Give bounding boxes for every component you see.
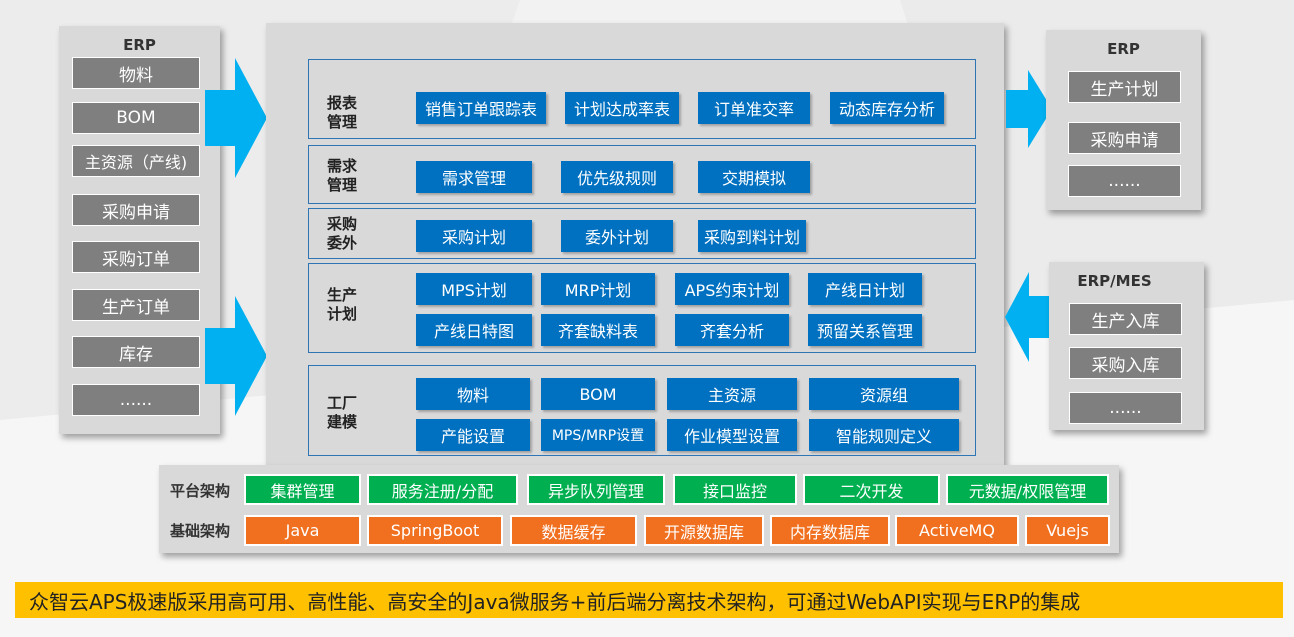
left-erp-item: 库存	[72, 336, 200, 368]
right-erp-title: ERP	[1107, 40, 1140, 58]
module-box: 需求管理	[416, 161, 532, 193]
arrow-right-icon	[1006, 70, 1052, 148]
section-report: 报表 管理 销售订单跟踪表 计划达成率表 订单准交率 动态库存分析	[308, 59, 976, 139]
platform-label: 平台架构	[170, 482, 231, 500]
section-label: 生产 计划	[327, 286, 358, 323]
module-box: 产线日计划	[808, 273, 922, 305]
arrow-left-icon	[1005, 272, 1053, 362]
module-box: 智能规则定义	[809, 419, 959, 451]
arrow-right-icon	[205, 296, 267, 416]
module-box: MRP计划	[541, 273, 655, 305]
module-box: 资源组	[809, 378, 959, 410]
left-erp-title: ERP	[123, 36, 156, 54]
summary-banner: 众智云APS极速版采用高可用、高性能、高安全的Java微服务+前后端分离技术架构…	[15, 582, 1283, 618]
left-erp-item: 主资源（产线)	[72, 145, 200, 177]
module-box: 作业模型设置	[667, 419, 797, 451]
platform-item: 集群管理	[244, 474, 361, 505]
module-box: 预留关系管理	[808, 314, 922, 346]
section-demand: 需求 管理 需求管理 优先级规则 交期模拟	[308, 145, 976, 204]
module-box: 物料	[416, 378, 530, 410]
right-erp-item: 生产计划	[1068, 71, 1181, 103]
foundation-label: 基础架构	[170, 522, 231, 540]
arrow-right-icon	[205, 58, 267, 178]
section-label: 工厂 建模	[327, 394, 358, 431]
module-box: 采购到料计划	[698, 220, 806, 252]
platform-item: 服务注册/分配	[367, 474, 518, 505]
module-box: 主资源	[667, 378, 797, 410]
foundation-item: Vuejs	[1025, 515, 1110, 546]
module-box: 采购计划	[416, 220, 532, 252]
module-box: 优先级规则	[561, 161, 673, 193]
right-erp-mes-title: ERP/MES	[1077, 272, 1152, 290]
module-box: 交期模拟	[698, 161, 810, 193]
section-label: 需求 管理	[327, 157, 358, 194]
section-label: 报表 管理	[327, 94, 358, 131]
left-erp-item: 物料	[72, 57, 200, 89]
right-erp-mes-item: 生产入库	[1069, 303, 1182, 335]
right-erp-panel: ERP 生产计划 采购申请 ......	[1046, 30, 1201, 210]
left-erp-item: 生产订单	[72, 289, 200, 321]
foundation-item: Java	[244, 515, 361, 546]
foundation-item: SpringBoot	[367, 515, 503, 546]
module-box: BOM	[541, 378, 655, 410]
module-box: 产线日特图	[416, 314, 532, 346]
module-box: 齐套缺料表	[541, 314, 655, 346]
foundation-item: 开源数据库	[644, 515, 764, 546]
section-label: 采购 委外	[327, 215, 358, 252]
left-erp-item: ......	[72, 384, 200, 416]
module-box: 订单准交率	[698, 92, 810, 124]
left-erp-item: 采购订单	[72, 241, 200, 273]
left-erp-item: 采购申请	[72, 194, 200, 226]
module-box: 销售订单跟踪表	[416, 92, 546, 124]
right-erp-mes-panel: ERP/MES 生产入库 采购入库 ......	[1049, 262, 1204, 430]
left-erp-panel: ERP 物料 BOM 主资源（产线) 采购申请 采购订单 生产订单 库存 ...…	[59, 26, 220, 434]
platform-item: 异步队列管理	[527, 474, 665, 505]
right-erp-item: ......	[1068, 165, 1181, 197]
right-erp-mes-item: 采购入库	[1069, 347, 1182, 379]
module-box: MPS/MRP设置	[541, 419, 655, 451]
module-box: 动态库存分析	[830, 92, 944, 124]
foundation-item: 数据缓存	[510, 515, 637, 546]
platform-item: 元数据/权限管理	[946, 474, 1109, 505]
right-erp-item: 采购申请	[1068, 122, 1181, 154]
module-box: 齐套分析	[675, 314, 789, 346]
module-box: 计划达成率表	[565, 92, 679, 124]
right-erp-mes-item: ......	[1069, 392, 1182, 424]
platform-item: 二次开发	[803, 474, 940, 505]
module-box: MPS计划	[416, 273, 532, 305]
platform-item: 接口监控	[673, 474, 797, 505]
section-factory: 工厂 建模 物料 BOM 主资源 资源组 产能设置 MPS/MRP设置 作业模型…	[308, 365, 976, 456]
left-erp-item: BOM	[72, 102, 200, 134]
module-box: 委外计划	[561, 220, 673, 252]
section-production: 生产 计划 MPS计划 MRP计划 APS约束计划 产线日计划 产线日特图 齐套…	[308, 263, 976, 353]
module-box: 产能设置	[416, 419, 530, 451]
section-purchase: 采购 委外 采购计划 委外计划 采购到料计划	[308, 208, 976, 259]
foundation-item: 内存数据库	[770, 515, 890, 546]
module-box: APS约束计划	[675, 273, 789, 305]
foundation-item: ActiveMQ	[895, 515, 1019, 546]
